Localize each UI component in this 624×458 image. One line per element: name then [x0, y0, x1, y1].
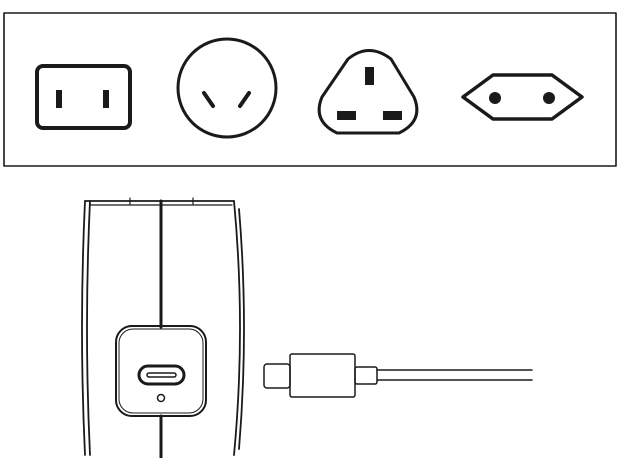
usb-c-cable: [263, 353, 533, 398]
port-recess: [115, 325, 207, 417]
cable-connector-housing: [289, 353, 356, 398]
usb-c-connector-icon: [263, 363, 291, 389]
plug-types-frame: [3, 12, 617, 167]
uk-plug-type-g-icon: [317, 49, 419, 135]
us-plug-type-a-icon: [35, 64, 132, 130]
plug-types-panel: [3, 12, 617, 167]
usb-c-port-icon: [137, 364, 186, 386]
cable-strain-relief: [354, 366, 378, 385]
charger-body: [81, 197, 245, 458]
au-plug-type-i-icon: [176, 37, 278, 139]
port-recess-inner: [118, 328, 204, 414]
eu-plug-type-c-icon: [461, 73, 584, 121]
status-led-icon: [156, 393, 166, 403]
